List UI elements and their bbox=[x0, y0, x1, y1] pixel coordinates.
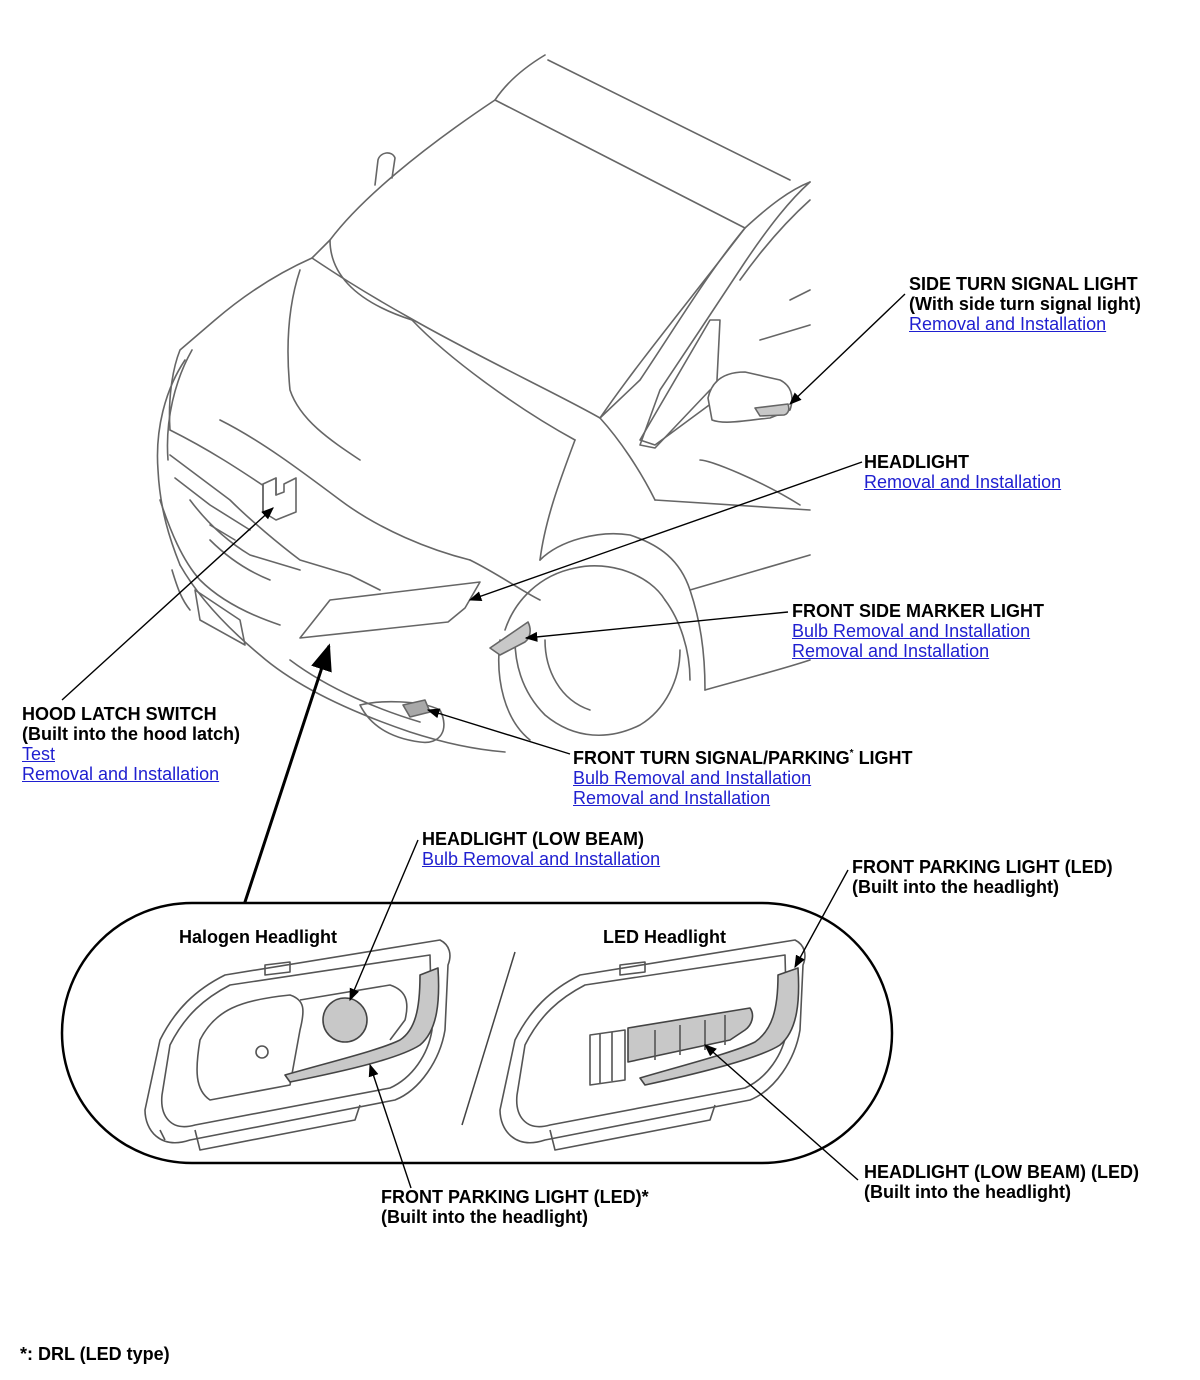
front-turn-signal-callout: FRONT TURN SIGNAL/PARKING* LIGHT Bulb Re… bbox=[573, 744, 913, 808]
headlight-low-beam-title: HEADLIGHT (LOW BEAM) bbox=[422, 829, 644, 849]
headlight-low-beam-led-callout: HEADLIGHT (LOW BEAM) (LED) (Built into t… bbox=[864, 1162, 1139, 1202]
footnote: *: DRL (LED type) bbox=[20, 1344, 170, 1364]
hood-latch-callout: HOOD LATCH SWITCH (Built into the hood l… bbox=[22, 704, 240, 784]
front-turn-signal-title-main: FRONT TURN SIGNAL/PARKING bbox=[573, 748, 850, 768]
front-parking-led-left-subtitle: (Built into the headlight) bbox=[381, 1207, 588, 1227]
hood-latch-title: HOOD LATCH SWITCH bbox=[22, 704, 217, 724]
led-headlight-title: LED Headlight bbox=[603, 927, 727, 947]
headlight-low-beam-callout: HEADLIGHT (LOW BEAM) Bulb Removal and In… bbox=[422, 829, 660, 869]
led-headlight-drawing bbox=[499, 939, 806, 1151]
side-turn-signal-title: SIDE TURN SIGNAL LIGHT bbox=[909, 274, 1138, 294]
headlight-low-beam-bulb-link[interactable]: Bulb Removal and Installation bbox=[422, 849, 661, 869]
front-parking-led-left-title: FRONT PARKING LIGHT (LED)* bbox=[381, 1187, 649, 1207]
front-side-marker-callout: FRONT SIDE MARKER LIGHT Bulb Removal and… bbox=[792, 601, 1044, 661]
car-illustration bbox=[156, 54, 811, 753]
front-parking-led-right-title: FRONT PARKING LIGHT (LED) bbox=[852, 857, 1113, 877]
headlight-low-beam-led-title: HEADLIGHT (LOW BEAM) (LED) bbox=[864, 1162, 1139, 1182]
headlight-title: HEADLIGHT bbox=[864, 452, 969, 472]
side-turn-signal-callout: SIDE TURN SIGNAL LIGHT (With side turn s… bbox=[909, 274, 1141, 334]
front-turn-signal-title: FRONT TURN SIGNAL/PARKING* LIGHT bbox=[573, 744, 913, 768]
inset-leader-lines bbox=[349, 839, 859, 1189]
side-turn-signal-removal-link[interactable]: Removal and Installation bbox=[909, 314, 1107, 334]
front-parking-led-left-callout: FRONT PARKING LIGHT (LED)* (Built into t… bbox=[381, 1187, 649, 1227]
front-side-marker-bulb-link[interactable]: Bulb Removal and Installation bbox=[792, 621, 1031, 641]
side-turn-signal-subtitle: (With side turn signal light) bbox=[909, 294, 1141, 314]
inset-pointer-arrow bbox=[242, 643, 332, 906]
front-side-marker-removal-link[interactable]: Removal and Installation bbox=[792, 641, 990, 661]
leader-lines bbox=[61, 293, 906, 755]
hood-latch-removal-link[interactable]: Removal and Installation bbox=[22, 764, 220, 784]
headlight-low-beam-led-subtitle: (Built into the headlight) bbox=[864, 1182, 1071, 1202]
headlight-removal-link[interactable]: Removal and Installation bbox=[864, 472, 1062, 492]
halogen-headlight-title: Halogen Headlight bbox=[179, 927, 338, 947]
front-side-marker-title: FRONT SIDE MARKER LIGHT bbox=[792, 601, 1044, 621]
front-turn-signal-title-end: LIGHT bbox=[853, 748, 913, 768]
front-turn-signal-bulb-link[interactable]: Bulb Removal and Installation bbox=[573, 768, 812, 788]
front-turn-signal-title-mark: * bbox=[849, 748, 854, 759]
halogen-headlight-drawing bbox=[144, 939, 451, 1151]
hood-latch-test-link[interactable]: Test bbox=[22, 744, 56, 764]
hood-latch-subtitle: (Built into the hood latch) bbox=[22, 724, 240, 744]
front-parking-led-right-subtitle: (Built into the headlight) bbox=[852, 877, 1059, 897]
front-turn-signal-removal-link[interactable]: Removal and Installation bbox=[573, 788, 771, 808]
front-parking-led-right-callout: FRONT PARKING LIGHT (LED) (Built into th… bbox=[852, 857, 1113, 897]
headlight-callout: HEADLIGHT Removal and Installation bbox=[864, 452, 1061, 492]
